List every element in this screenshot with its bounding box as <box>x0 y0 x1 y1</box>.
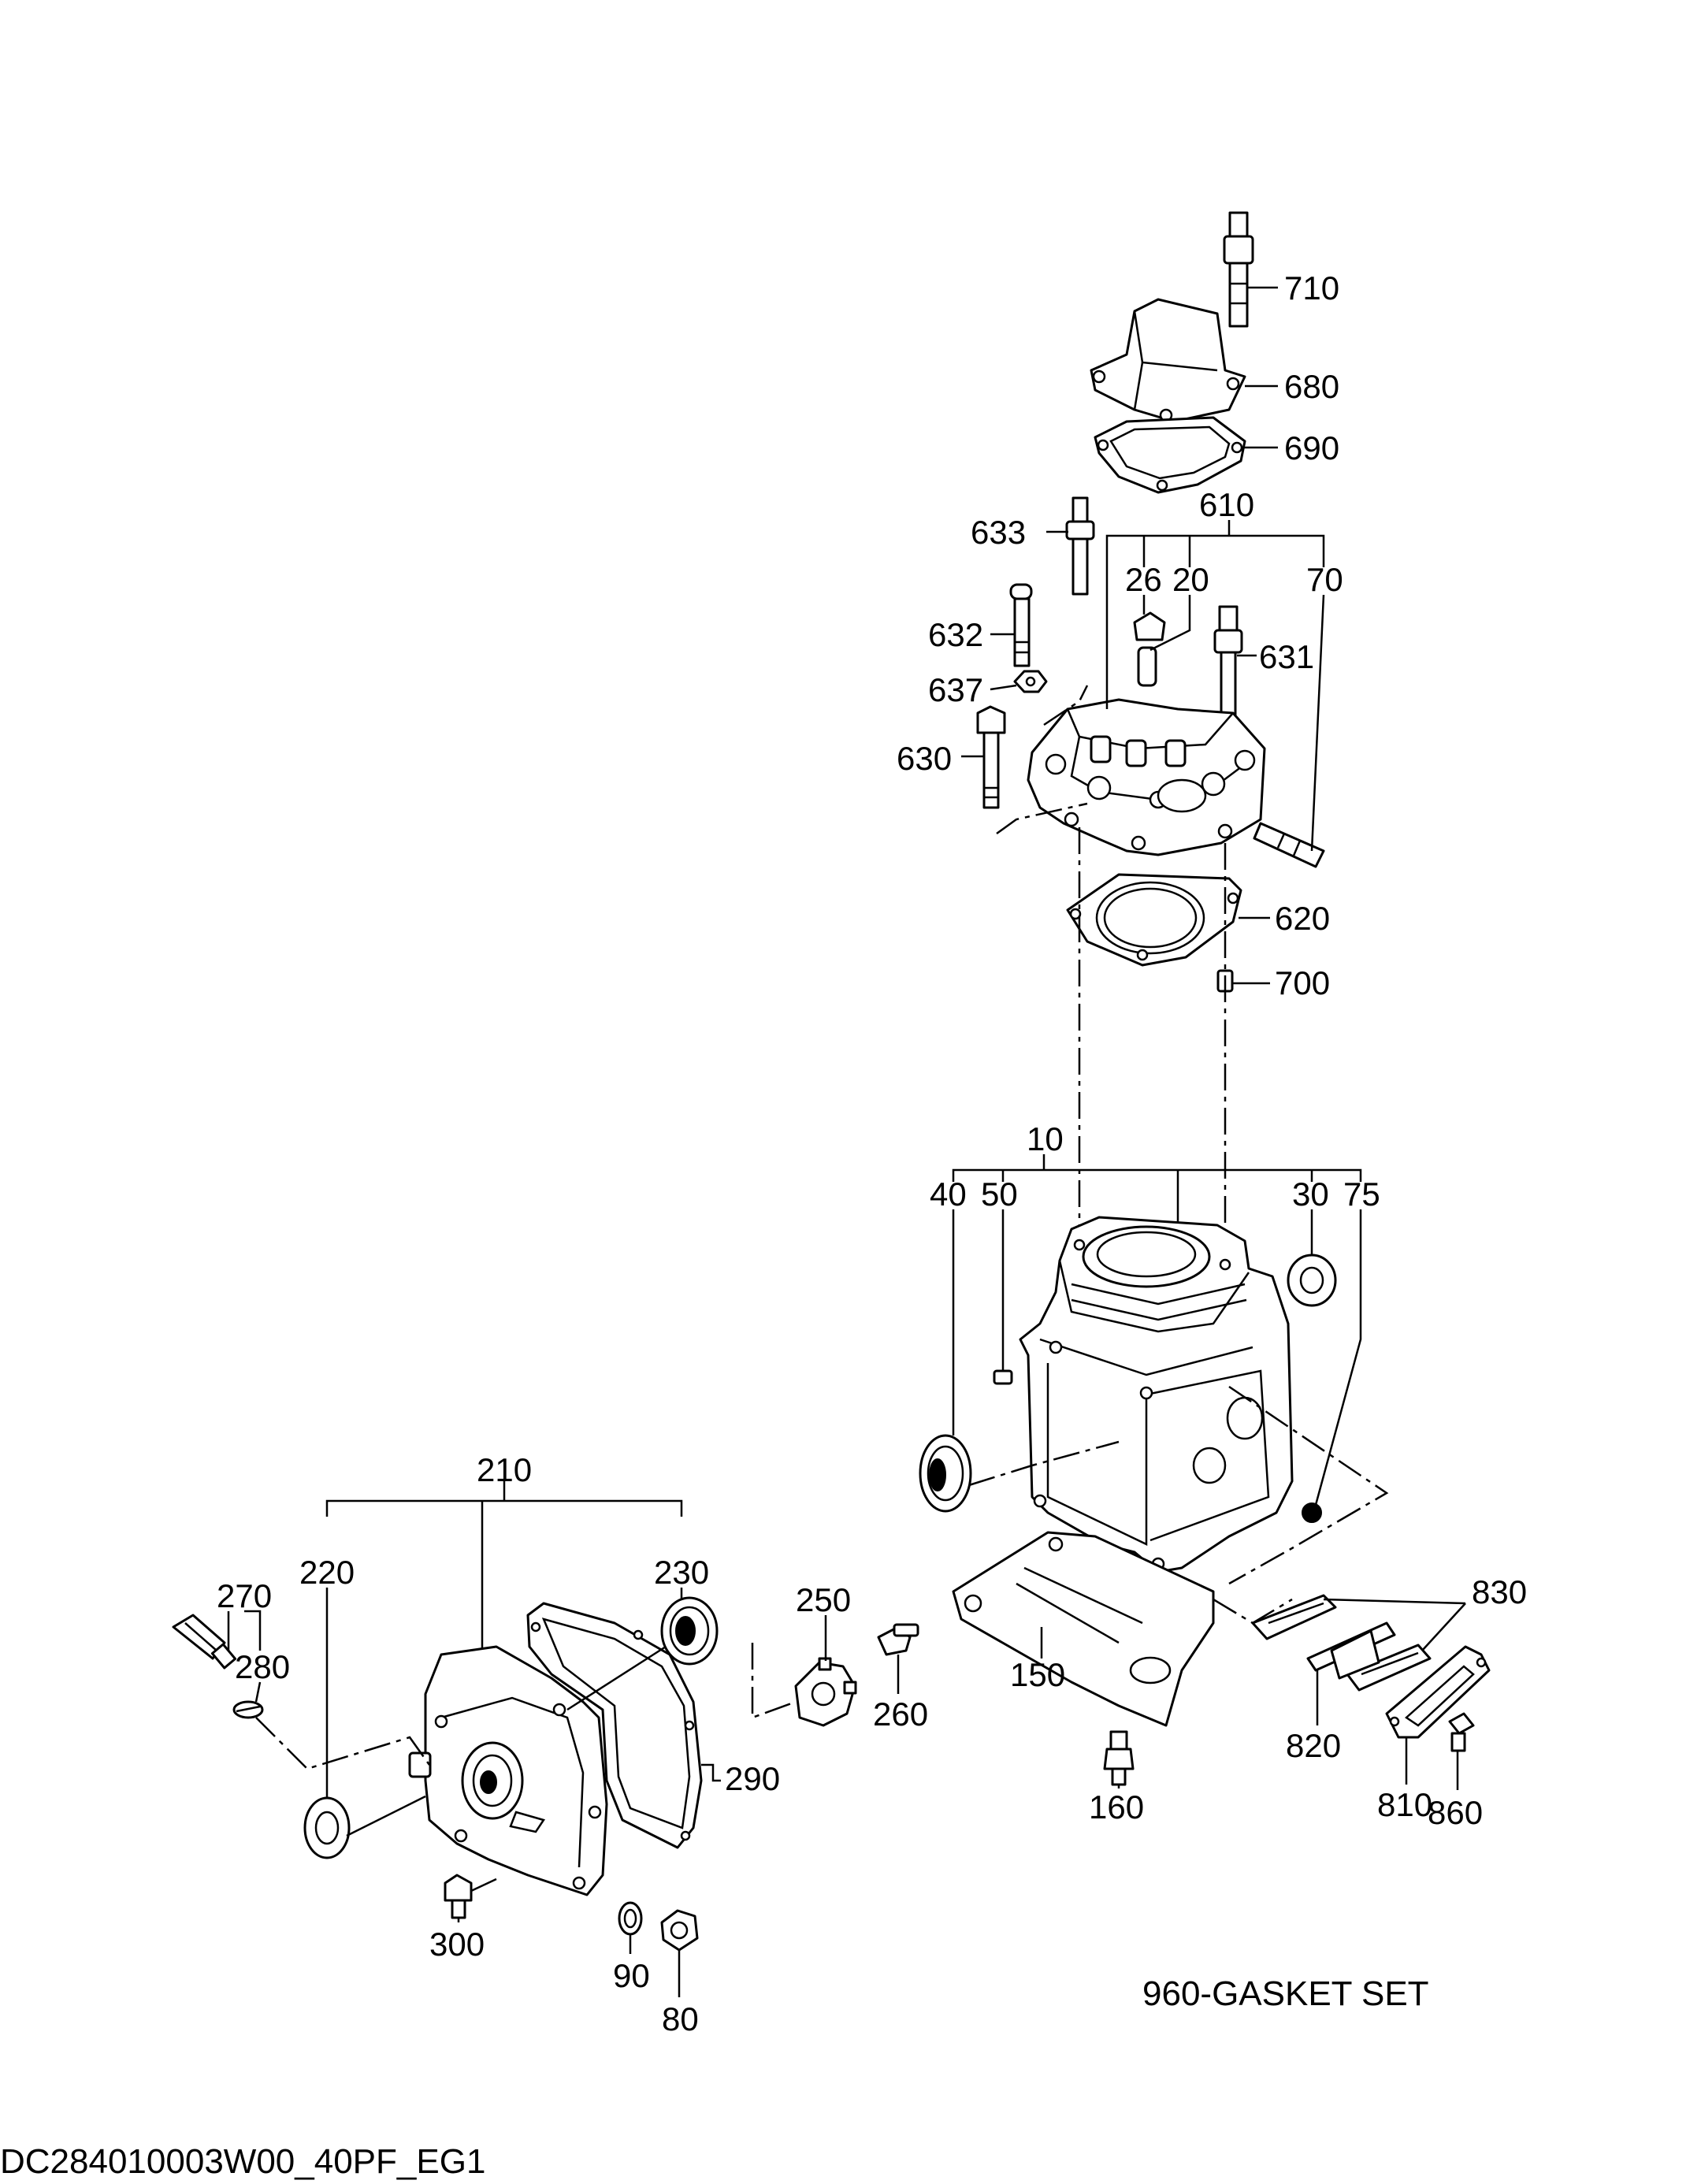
part-680-rocker-cover <box>1090 298 1246 423</box>
bracket-270 <box>227 1610 262 1651</box>
callout-80: 80 <box>662 2000 699 2037</box>
chain-line-40 <box>968 1440 1120 1487</box>
part-210-crankcase-cover <box>408 1645 608 1896</box>
leader-220-line <box>346 1795 426 1837</box>
part-290-cover-gasket <box>526 1602 703 1849</box>
part-620-head-gasket <box>1066 873 1242 967</box>
part-90-o-ring <box>618 1901 643 1936</box>
callout-630: 630 <box>897 740 952 777</box>
part-220-oil-seal <box>303 1796 351 1859</box>
leader-290 <box>701 1763 721 1782</box>
part-50-pin <box>993 1369 1013 1385</box>
callout-210: 210 <box>477 1451 532 1488</box>
part-830-gasket-upper <box>1251 1594 1337 1640</box>
part-30-oil-seal <box>1287 1254 1337 1307</box>
callout-270: 270 <box>217 1577 272 1614</box>
callout-860: 860 <box>1428 1794 1483 1831</box>
part-710-bolt <box>1223 211 1254 328</box>
callout-620: 620 <box>1275 900 1330 937</box>
callout-680: 680 <box>1284 368 1339 405</box>
part-70-stud <box>1253 822 1325 868</box>
callout-160: 160 <box>1089 1788 1144 1826</box>
callout-30: 30 <box>1292 1176 1329 1213</box>
part-820-plate <box>1306 1621 1396 1680</box>
callout-labels: 710 680 690 610 633 26 20 70 632 631 637… <box>217 269 1527 2037</box>
part-260-shaft <box>877 1623 919 1656</box>
leader-75 <box>1314 1209 1362 1506</box>
part-810-breather-cover <box>1385 1645 1491 1739</box>
part-20-guide <box>1137 646 1157 687</box>
part-40-oil-seal <box>919 1434 972 1513</box>
leader-20-low <box>1149 595 1191 652</box>
bracket-210 <box>325 1499 683 1517</box>
leader-280 <box>254 1681 262 1703</box>
chain-line-250 <box>751 1643 797 1719</box>
part-280-o-ring <box>232 1700 264 1719</box>
part-150-base-plate <box>952 1531 1215 1727</box>
chain-line-830 <box>1213 1598 1293 1625</box>
chain-line-75 <box>1228 1385 1389 1585</box>
callout-830: 830 <box>1472 1573 1527 1610</box>
callout-250: 250 <box>796 1581 851 1618</box>
part-630-bolt <box>976 705 1006 809</box>
callout-150: 150 <box>1010 1656 1065 1693</box>
leader-300 <box>470 1878 497 1892</box>
callout-75: 75 <box>1343 1176 1380 1213</box>
callout-20: 20 <box>1172 561 1209 598</box>
leader-70-low <box>1310 594 1325 852</box>
chain-line-270 <box>255 1717 431 1770</box>
part-610-cylinder-head <box>1027 698 1266 856</box>
callout-220: 220 <box>299 1554 355 1591</box>
callout-810: 810 <box>1377 1786 1432 1823</box>
part-860-bolt <box>1448 1712 1475 1752</box>
chain-line-637 <box>1043 685 1089 726</box>
callout-290: 290 <box>725 1760 780 1797</box>
part-631-stud <box>1213 605 1243 717</box>
leader-637 <box>990 684 1017 691</box>
part-637-nut <box>1013 670 1048 693</box>
callout-300: 300 <box>429 1926 485 1963</box>
callout-10: 10 <box>1027 1120 1064 1157</box>
part-250-governor <box>794 1657 857 1727</box>
callout-26: 26 <box>1125 561 1162 598</box>
bracket-10 <box>952 1168 1362 1182</box>
callout-632: 632 <box>928 616 983 653</box>
callout-90: 90 <box>613 1957 650 1994</box>
callout-70: 70 <box>1306 561 1343 598</box>
part-632-stud <box>1009 583 1033 667</box>
part-300-bolt <box>444 1874 473 1919</box>
leader-230-line <box>566 1645 667 1711</box>
callout-690: 690 <box>1284 429 1339 466</box>
part-830-gasket-lower <box>1346 1644 1432 1692</box>
part-690-cover-gasket <box>1094 416 1246 494</box>
leader-830 <box>1323 1598 1466 1651</box>
part-230-bearing <box>660 1596 719 1666</box>
part-80-plug <box>660 1909 699 1952</box>
callout-631: 631 <box>1259 638 1314 675</box>
callout-50: 50 <box>981 1176 1018 1213</box>
drawing-code: DC284010003W00_40PF_EG1 <box>0 2142 485 2181</box>
callout-280: 280 <box>235 1648 290 1685</box>
callout-40: 40 <box>930 1176 967 1213</box>
gasket-set-note: 960-GASKET SET <box>1142 1974 1429 2013</box>
part-160-bolt <box>1103 1730 1135 1786</box>
callout-230: 230 <box>654 1554 709 1591</box>
bracket-610 <box>1105 534 1325 544</box>
part-26-cap <box>1133 611 1166 641</box>
callout-633: 633 <box>971 514 1026 551</box>
part-10-crankcase <box>1019 1216 1294 1573</box>
part-633-bolt <box>1065 496 1095 596</box>
chain-line-630 <box>996 802 1088 835</box>
callout-700: 700 <box>1275 964 1330 1001</box>
callout-260: 260 <box>873 1696 928 1733</box>
callout-637: 637 <box>928 671 983 708</box>
callout-820: 820 <box>1286 1727 1341 1764</box>
part-270-sensor <box>172 1614 237 1670</box>
callout-710: 710 <box>1284 269 1339 306</box>
part-75-plug <box>1302 1502 1322 1523</box>
callout-610: 610 <box>1199 486 1254 523</box>
